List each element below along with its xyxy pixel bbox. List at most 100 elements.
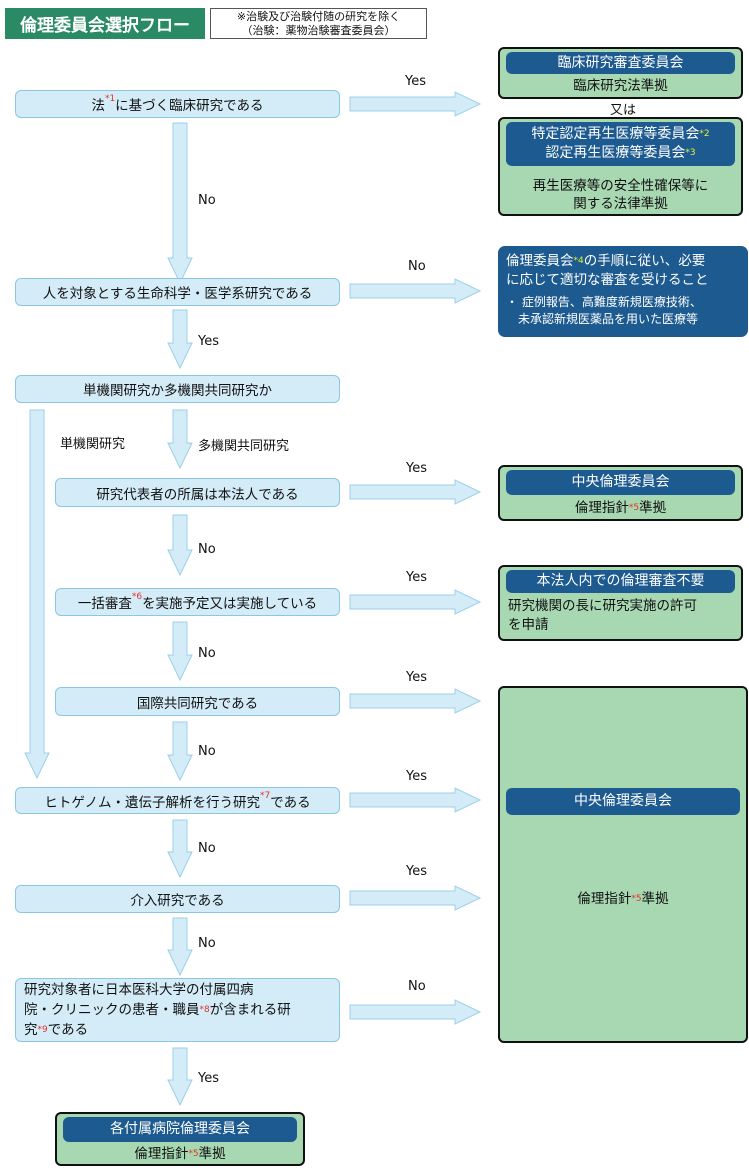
- question-international: 国際共同研究である: [55, 687, 340, 716]
- result-text: 関する法律準拠: [573, 196, 668, 212]
- result-header: 特定認定再生医療等委員会*2 認定再生医療等委員会*3: [506, 122, 735, 166]
- q9-line: 研究対象者に日本医科大学の付属四病: [24, 982, 254, 998]
- result-header: 中央倫理委員会: [506, 788, 740, 815]
- q9-line: が含まれる研: [209, 1002, 291, 1018]
- yes-label: Yes: [405, 74, 426, 89]
- note-line1: ※治験及び治験付随の研究を除く: [236, 10, 401, 23]
- arrow-no-q8: [167, 917, 193, 977]
- yes-label: Yes: [406, 864, 427, 879]
- arrow-yes-q6: [349, 688, 482, 714]
- arrow-single: [24, 409, 50, 780]
- no-label: No: [408, 259, 426, 274]
- header-line: 特定認定再生医療等委員会: [531, 126, 700, 142]
- result-header: 臨床研究審査委員会: [506, 52, 735, 74]
- question-human-research: 人を対象とする生命科学・医学系研究である: [15, 278, 340, 306]
- multi-institution-label: 多機関共同研究: [198, 439, 290, 454]
- arrow-no-q5: [167, 621, 193, 682]
- header-line: 認定再生医療等委員会: [545, 145, 686, 161]
- question-genome: ヒトゲノム・遺伝子解析を行う研究*7である: [15, 787, 340, 814]
- yes-label: Yes: [406, 570, 427, 585]
- result-text: 研究機関の長に研究実施の許可: [508, 598, 697, 614]
- result-text: 再生医療等の安全性確保等に: [532, 178, 709, 194]
- arrow-no-q2: [349, 278, 482, 304]
- note-line2: （治験：薬物治験審査委員会）: [241, 24, 396, 37]
- arrow-no-q4: [167, 514, 193, 577]
- result-line: 倫理委員会: [506, 253, 574, 269]
- result-line: に応じて適切な審査を受けること: [506, 272, 709, 288]
- footnote-mark: *2: [699, 129, 710, 139]
- no-label: No: [198, 542, 216, 557]
- result-line: の手順に従い、必要: [583, 253, 706, 269]
- footnote-mark: *5: [631, 894, 642, 904]
- footnote-mark: *8: [199, 1005, 210, 1015]
- yes-label: Yes: [406, 461, 427, 476]
- result-certified-review-board: 臨床研究審査委員会 臨床研究法準拠: [498, 47, 743, 99]
- result-no-review-needed: 本法人内での倫理審査不要 研究機関の長に研究実施の許可 を申請: [498, 565, 743, 641]
- question-affiliated-hospital: 研究対象者に日本医科大学の付属四病 院・クリニックの患者・職員*8が含まれる研 …: [15, 978, 340, 1042]
- q7-text: ヒトゲノム・遺伝子解析を行う研究: [44, 794, 260, 811]
- no-label: No: [408, 979, 426, 994]
- question-clinical-research-act: 法*1に基づく臨床研究である: [15, 90, 340, 118]
- page-title: 倫理委員会選択フロー: [5, 8, 205, 39]
- q9-line: 院・クリニックの患者・職員: [24, 1002, 200, 1018]
- result-header: 中央倫理委員会: [506, 470, 735, 495]
- or-label: 又は: [610, 103, 637, 118]
- footnote-mark: *7: [260, 790, 271, 801]
- arrow-no-q6: [167, 721, 193, 782]
- result-header: 各付属病院倫理委員会: [63, 1117, 297, 1142]
- arrow-yes-q1: [349, 91, 482, 117]
- q1-text: 法: [91, 98, 105, 114]
- q1-text: に基づく臨床研究である: [115, 98, 264, 114]
- footnote-mark: *4: [573, 256, 584, 266]
- arrow-yes-q5: [349, 589, 482, 615]
- result-text: 倫理指針*5準拠: [134, 1146, 226, 1162]
- no-label: No: [198, 936, 216, 951]
- no-label: No: [198, 744, 216, 759]
- arrow-multi: [167, 409, 193, 470]
- question-single-or-multi: 単機関研究か多機関共同研究か: [15, 375, 340, 403]
- yes-label: Yes: [406, 670, 427, 685]
- footnote-mark: *1: [104, 94, 116, 104]
- no-label: No: [198, 193, 216, 208]
- footnote-mark: *5: [188, 1149, 199, 1159]
- result-text: 倫理指針*5準拠: [574, 500, 667, 516]
- question-lead-affiliation: 研究代表者の所属は本法人である: [55, 478, 340, 507]
- result-regenerative-medicine: 特定認定再生医療等委員会*2 認定再生医療等委員会*3 再生医療等の安全性確保等…: [498, 117, 743, 216]
- bullet-item: 未承認新規医薬品を用いた医療等: [506, 312, 699, 326]
- result-central-ethics-committee: 中央倫理委員会 倫理指針*5準拠: [498, 465, 743, 521]
- q5-text: 一括審査: [77, 596, 132, 612]
- q7-text: である: [270, 794, 311, 811]
- result-ethics-committee-procedure: 倫理委員会*4の手順に従い、必要 に応じて適切な審査を受けること ・ 症例報告、…: [498, 246, 748, 337]
- footnote-mark: *5: [628, 503, 640, 513]
- q9-line: 究: [24, 1022, 38, 1038]
- arrow-yes-q4: [349, 479, 482, 505]
- arrow-yes-q9: [167, 1047, 193, 1107]
- question-interventional: 介入研究である: [15, 885, 340, 913]
- single-institution-label: 単機関研究: [60, 437, 126, 452]
- arrow-yes-q7: [349, 787, 482, 813]
- yes-label: Yes: [198, 334, 219, 349]
- arrow-no-q9: [349, 999, 482, 1025]
- result-central-ethics-committee-large: 中央倫理委員会 倫理指針*5準拠: [498, 686, 748, 1043]
- no-label: No: [198, 841, 216, 856]
- q9-line: である: [47, 1022, 89, 1038]
- footnote-mark: *6: [131, 592, 143, 602]
- result-text: 臨床研究法準拠: [573, 78, 668, 94]
- result-text: 倫理指針*5準拠: [577, 891, 669, 907]
- no-label: No: [198, 646, 216, 661]
- result-header: 本法人内での倫理審査不要: [506, 570, 735, 593]
- arrow-no-q7: [167, 819, 193, 879]
- arrow-yes-q2: [167, 309, 193, 370]
- exclusion-note: ※治験及び治験付随の研究を除く （治験：薬物治験審査委員会）: [210, 8, 427, 39]
- footnote-mark: *9: [37, 1025, 48, 1035]
- result-text: を申請: [508, 617, 549, 633]
- arrow-no-q1: [167, 122, 193, 285]
- question-batch-review: 一括審査*6を実施予定又は実施している: [55, 588, 340, 616]
- yes-label: Yes: [198, 1071, 219, 1086]
- footnote-mark: *3: [685, 148, 696, 158]
- bullet-item: ・ 症例報告、高難度新規医療技術、: [506, 295, 702, 309]
- result-hospital-ethics-committee: 各付属病院倫理委員会 倫理指針*5準拠: [55, 1112, 305, 1166]
- arrow-yes-q8: [349, 885, 482, 911]
